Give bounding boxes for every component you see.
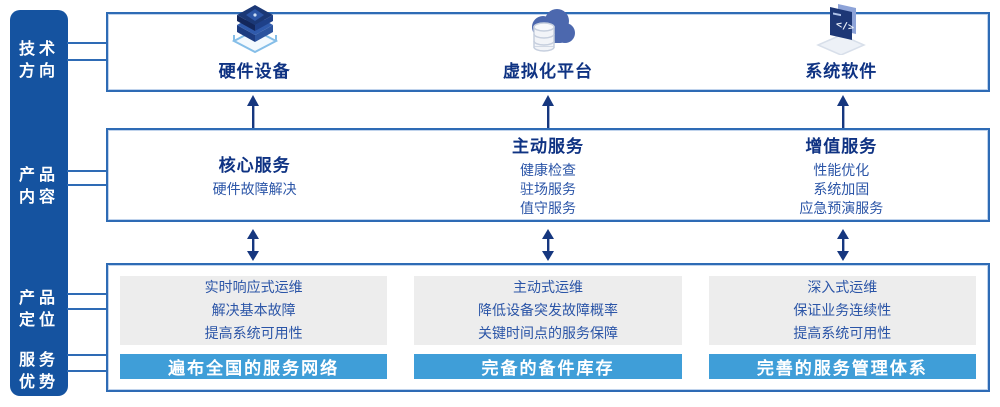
double-arrow: [542, 229, 554, 261]
service-item: 应急预演服务: [799, 200, 884, 216]
sidebar-label-product-content: 产品 内容: [18, 167, 59, 206]
positioning-line: 实时响应式运维: [204, 279, 303, 295]
cloud-database-icon: [519, 3, 577, 55]
service-title: 主动服务: [511, 137, 584, 156]
tech-label-software: 系统软件: [805, 62, 878, 81]
connector-line: [67, 354, 107, 356]
double-arrow: [247, 229, 259, 261]
service-title: 增值服务: [805, 137, 878, 156]
service-column-core: 核心服务 硬件故障解决: [108, 151, 401, 199]
service-item: 驻场服务: [519, 181, 576, 197]
sidebar-label-service-advantage: 服务 优势: [18, 352, 59, 391]
connector-line: [67, 170, 107, 172]
tech-item-hardware: 硬件设备: [108, 5, 401, 90]
svg-text:</>: </>: [836, 19, 854, 34]
up-arrow: [247, 95, 259, 128]
positioning-line: 降低设备突发故障概率: [477, 302, 618, 318]
positioning-panel: 实时响应式运维 解决基本故障 提高系统可用性: [120, 276, 388, 345]
positioning-column-1: 实时响应式运维 解决基本故障 提高系统可用性 遍布全国的服务网络: [120, 276, 388, 379]
connector-line: [67, 59, 107, 61]
tech-label-hardware: 硬件设备: [218, 62, 291, 81]
positioning-line: 关键时间点的服务保障: [477, 325, 618, 341]
sidebar-label-product-positioning: 产品 定位: [18, 290, 59, 329]
service-column-proactive: 主动服务 健康检查 驻场服务 值守服务: [401, 132, 694, 218]
tech-item-software: </> 系统软件: [695, 4, 988, 90]
positioning-line: 主动式运维: [512, 279, 583, 295]
positioning-advantage-box: 实时响应式运维 解决基本故障 提高系统可用性 遍布全国的服务网络 主动式运维 降…: [106, 263, 990, 392]
connector-line: [67, 184, 107, 186]
service-item: 系统加固: [813, 181, 870, 197]
positioning-line: 提高系统可用性: [793, 325, 892, 341]
tech-direction-box: 硬件设备 虚拟化平台: [106, 4, 990, 92]
positioning-column-3: 深入式运维 保证业务连续性 提高系统可用性 完善的服务管理体系: [708, 276, 976, 379]
service-column-value-added: 增值服务 性能优化 系统加固 应急预演服务: [695, 132, 988, 218]
positioning-panel: 深入式运维 保证业务连续性 提高系统可用性: [708, 276, 976, 345]
advantage-bar: 完善的服务管理体系: [708, 354, 976, 379]
connector-line: [67, 370, 107, 372]
positioning-line: 深入式运维: [807, 279, 878, 295]
tech-label-virtualization: 虚拟化平台: [502, 62, 593, 81]
service-item: 健康检查: [519, 162, 576, 178]
service-title: 核心服务: [218, 156, 291, 175]
double-arrow: [837, 229, 849, 261]
positioning-line: 解决基本故障: [211, 302, 296, 318]
up-arrow: [542, 95, 554, 128]
product-content-box: 核心服务 硬件故障解决 主动服务 健康检查 驻场服务 值守服务 增值服务 性能优…: [106, 128, 990, 222]
advantage-bar: 完备的备件库存: [414, 354, 682, 379]
service-item: 值守服务: [519, 200, 576, 216]
sidebar-label-tech-direction: 技术 方向: [18, 41, 59, 80]
category-sidebar: 技术 方向 产品 内容 产品 定位 服务 优势: [10, 10, 68, 396]
advantage-bar: 遍布全国的服务网络: [120, 354, 388, 379]
code-window-icon: </>: [812, 1, 870, 55]
connector-line: [67, 308, 107, 310]
up-arrow: [837, 95, 849, 128]
positioning-column-2: 主动式运维 降低设备突发故障概率 关键时间点的服务保障 完备的备件库存: [414, 276, 682, 379]
server-stack-icon: [227, 3, 283, 55]
connector-line: [67, 42, 107, 44]
connector-line: [67, 293, 107, 295]
service-item: 硬件故障解决: [212, 181, 297, 197]
positioning-line: 提高系统可用性: [204, 325, 303, 341]
positioning-panel: 主动式运维 降低设备突发故障概率 关键时间点的服务保障: [414, 276, 682, 345]
service-item: 性能优化: [813, 162, 870, 178]
tech-item-virtualization: 虚拟化平台: [401, 9, 694, 90]
positioning-line: 保证业务连续性: [793, 302, 892, 318]
